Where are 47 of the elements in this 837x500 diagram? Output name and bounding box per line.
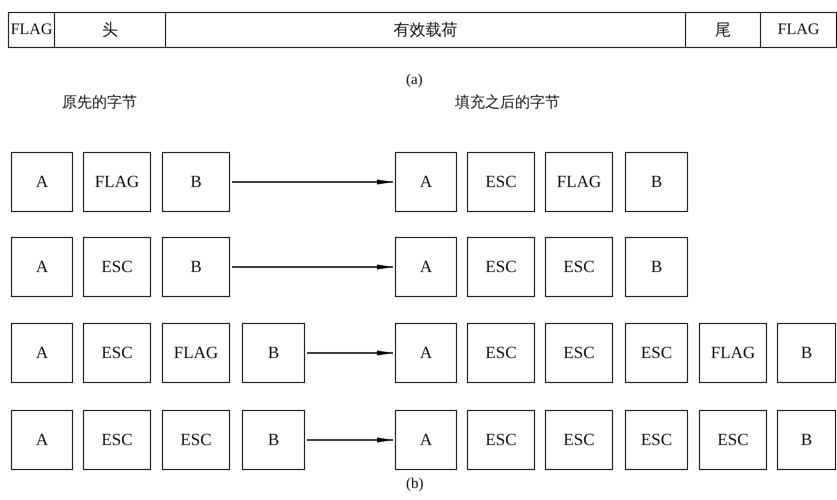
byte-box: ESC — [83, 410, 151, 470]
byte-box: ESC — [467, 323, 535, 383]
byte-box: B — [162, 237, 230, 297]
byte-box: ESC — [83, 237, 151, 297]
byte-box: ESC — [545, 237, 613, 297]
byte-box: A — [11, 237, 73, 297]
frame-field: 尾 — [685, 12, 761, 48]
byte-box: FLAG — [83, 152, 151, 212]
arrow — [232, 264, 393, 270]
byte-box: A — [11, 152, 73, 212]
frame-field: 头 — [54, 12, 166, 48]
byte-box: B — [242, 410, 305, 470]
figure-label: (a) — [406, 72, 423, 89]
byte-box: A — [11, 323, 73, 383]
figure-label: (b) — [406, 476, 424, 493]
byte-box: B — [625, 152, 688, 212]
byte-box: B — [162, 152, 230, 212]
byte-box: ESC — [545, 323, 613, 383]
column-heading: 原先的字节 — [62, 93, 137, 112]
arrow — [307, 350, 393, 356]
byte-box: B — [777, 323, 836, 383]
column-heading: 填充之后的字节 — [455, 93, 560, 112]
byte-box: FLAG — [162, 323, 230, 383]
arrow — [232, 180, 393, 184]
byte-box: ESC — [467, 410, 535, 470]
byte-box: ESC — [625, 410, 688, 470]
byte-box: ESC — [699, 410, 767, 470]
byte-box: ESC — [83, 323, 151, 383]
byte-box: A — [11, 410, 73, 470]
byte-box: ESC — [467, 237, 535, 297]
byte-box: B — [777, 410, 836, 470]
byte-box: A — [395, 410, 457, 470]
byte-box: ESC — [625, 323, 688, 383]
byte-box: ESC — [545, 410, 613, 470]
byte-box: B — [242, 323, 305, 383]
frame-field: FLAG — [8, 12, 55, 48]
byte-box: ESC — [162, 410, 230, 470]
byte-box: ESC — [467, 152, 535, 212]
byte-box: A — [395, 237, 457, 297]
frame-field: 有效载荷 — [165, 12, 686, 48]
byte-box: FLAG — [545, 152, 613, 212]
frame-field: FLAG — [760, 12, 837, 48]
byte-box: A — [395, 152, 457, 212]
byte-box: FLAG — [699, 323, 767, 383]
byte-box: B — [625, 237, 688, 297]
byte-box: A — [395, 323, 457, 383]
arrow — [307, 438, 393, 442]
